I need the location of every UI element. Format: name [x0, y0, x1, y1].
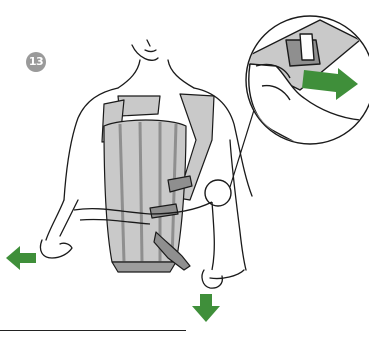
person-left-arm-inner: [60, 200, 78, 236]
person-left-hand: [40, 240, 72, 258]
strap-to-hand: [212, 202, 214, 270]
person-right-arm: [210, 270, 244, 279]
person-face-lines: [145, 40, 156, 52]
bottom-divider: [0, 330, 186, 331]
person-chin: [132, 45, 158, 60]
detail-circle: [205, 180, 231, 206]
green-arrow-down-icon: [192, 294, 220, 322]
step-number-badge: 13: [26, 52, 46, 72]
person-neck: [118, 60, 194, 88]
green-arrow-left-icon: [6, 246, 36, 270]
